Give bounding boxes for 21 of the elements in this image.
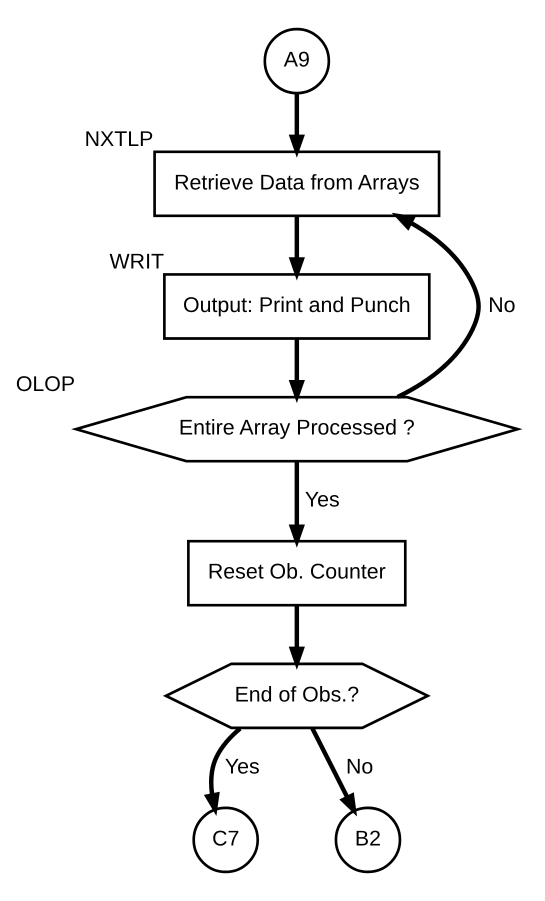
arrow — [204, 726, 242, 816]
node-circle: B2 — [334, 806, 402, 874]
node-circle: A9 — [264, 28, 330, 94]
edge-label: Yes — [224, 754, 260, 778]
node-label: WRIT — [110, 249, 164, 274]
edge-label: No — [488, 292, 516, 317]
arrow — [288, 216, 305, 280]
arrow — [288, 94, 305, 158]
node-box: Reset Ob. Counter — [187, 540, 407, 607]
node-box: Retrieve Data from Arrays — [153, 150, 440, 218]
node-box: Output: Print and Punch — [163, 273, 431, 340]
arrow — [392, 212, 481, 400]
edge-label: No — [346, 754, 374, 778]
node-label: OLOP — [16, 372, 76, 396]
arrow — [288, 338, 305, 404]
arrow — [288, 606, 305, 670]
node-label: NXTLP — [84, 126, 154, 151]
edge-label: Yes — [304, 488, 340, 512]
arrow — [288, 461, 305, 548]
node-circle: C7 — [192, 806, 260, 874]
arrow — [310, 727, 358, 817]
